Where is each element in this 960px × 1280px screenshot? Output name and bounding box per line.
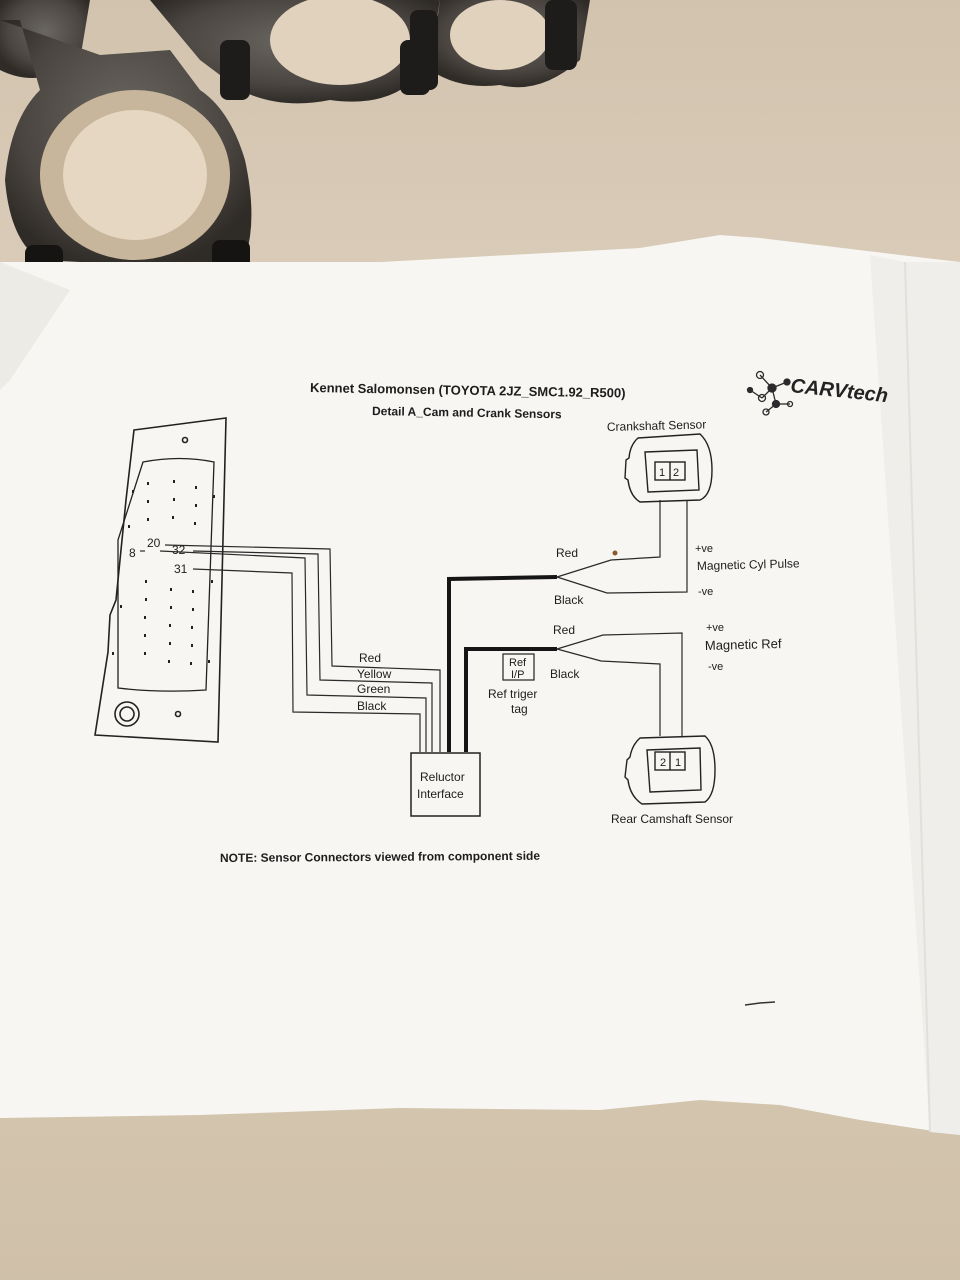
- rear-camshaft-sensor-title: Rear Camshaft Sensor: [611, 812, 733, 826]
- crank-pin-2-label: 2: [673, 467, 679, 479]
- cam-pin-2-label: 2: [660, 757, 666, 769]
- crankshaft-sensor-connector: [624, 433, 713, 503]
- crank-signal-label: Magnetic Cyl Pulse: [697, 556, 800, 573]
- cam-pos-label: +ve: [706, 622, 724, 634]
- ref-ip-label-line1: Ref: [509, 657, 527, 669]
- ink-smudge: [612, 550, 618, 556]
- ref-ip-box: [502, 653, 535, 681]
- ink-mark: [744, 1001, 776, 1006]
- reluctor-interface-box: [410, 752, 481, 817]
- wire-label-green: Green: [357, 682, 390, 696]
- cam-neg-label: -ve: [708, 661, 723, 673]
- crank-sensor-wires: [556, 500, 688, 594]
- thick-sensor-cables: [447, 575, 558, 752]
- cam-pin-1-label: 1: [675, 757, 681, 769]
- wire-label-yellow: Yellow: [357, 667, 392, 681]
- crank-pin-1-label: 1: [659, 467, 665, 479]
- wire-label-black: Black: [357, 699, 387, 713]
- crank-neg-label: -ve: [698, 586, 713, 598]
- diagram-title-line1: Kennet Salomonsen (TOYOTA 2JZ_SMC1.92_R5…: [310, 380, 626, 401]
- crankshaft-sensor-title: Crankshaft Sensor: [607, 417, 707, 434]
- paper-sheet: [0, 235, 960, 1135]
- reluctor-label-line1: Reluctor: [420, 770, 465, 784]
- ref-tag-label-line1: Ref triger: [488, 687, 537, 701]
- rear-camshaft-sensor-connector: [624, 735, 716, 805]
- ecu-connector: [94, 417, 227, 743]
- cam-sensor-wires: [556, 632, 683, 736]
- ecu-pin-grid: [112, 480, 215, 665]
- ref-tag-label-line2: tag: [511, 702, 528, 716]
- diagram-note: NOTE: Sensor Connectors viewed from comp…: [220, 849, 540, 865]
- ecu-to-reluctor-wires: [140, 544, 441, 752]
- reluctor-label-line2: Interface: [417, 787, 464, 801]
- ref-ip-label-line2: I/P: [511, 669, 524, 681]
- diagram-title-line2: Detail A_Cam and Crank Sensors: [372, 404, 562, 421]
- cam-red-label: Red: [553, 623, 575, 637]
- ecu-pin-31-label: 31: [174, 562, 188, 576]
- wire-label-red: Red: [359, 651, 381, 665]
- ecu-pin-20-label: 20: [147, 536, 161, 550]
- cam-signal-label: Magnetic Ref: [705, 636, 782, 653]
- ecu-pin-32-label: 32: [172, 543, 186, 557]
- crank-red-label: Red: [556, 546, 578, 560]
- carvtech-logo-graphic: [746, 370, 794, 416]
- cam-black-label: Black: [550, 667, 580, 681]
- crank-pos-label: +ve: [695, 543, 713, 555]
- crank-black-label: Black: [554, 593, 584, 607]
- rod-back-right: [410, 0, 590, 90]
- ecu-pin-8-label: 8: [129, 546, 136, 560]
